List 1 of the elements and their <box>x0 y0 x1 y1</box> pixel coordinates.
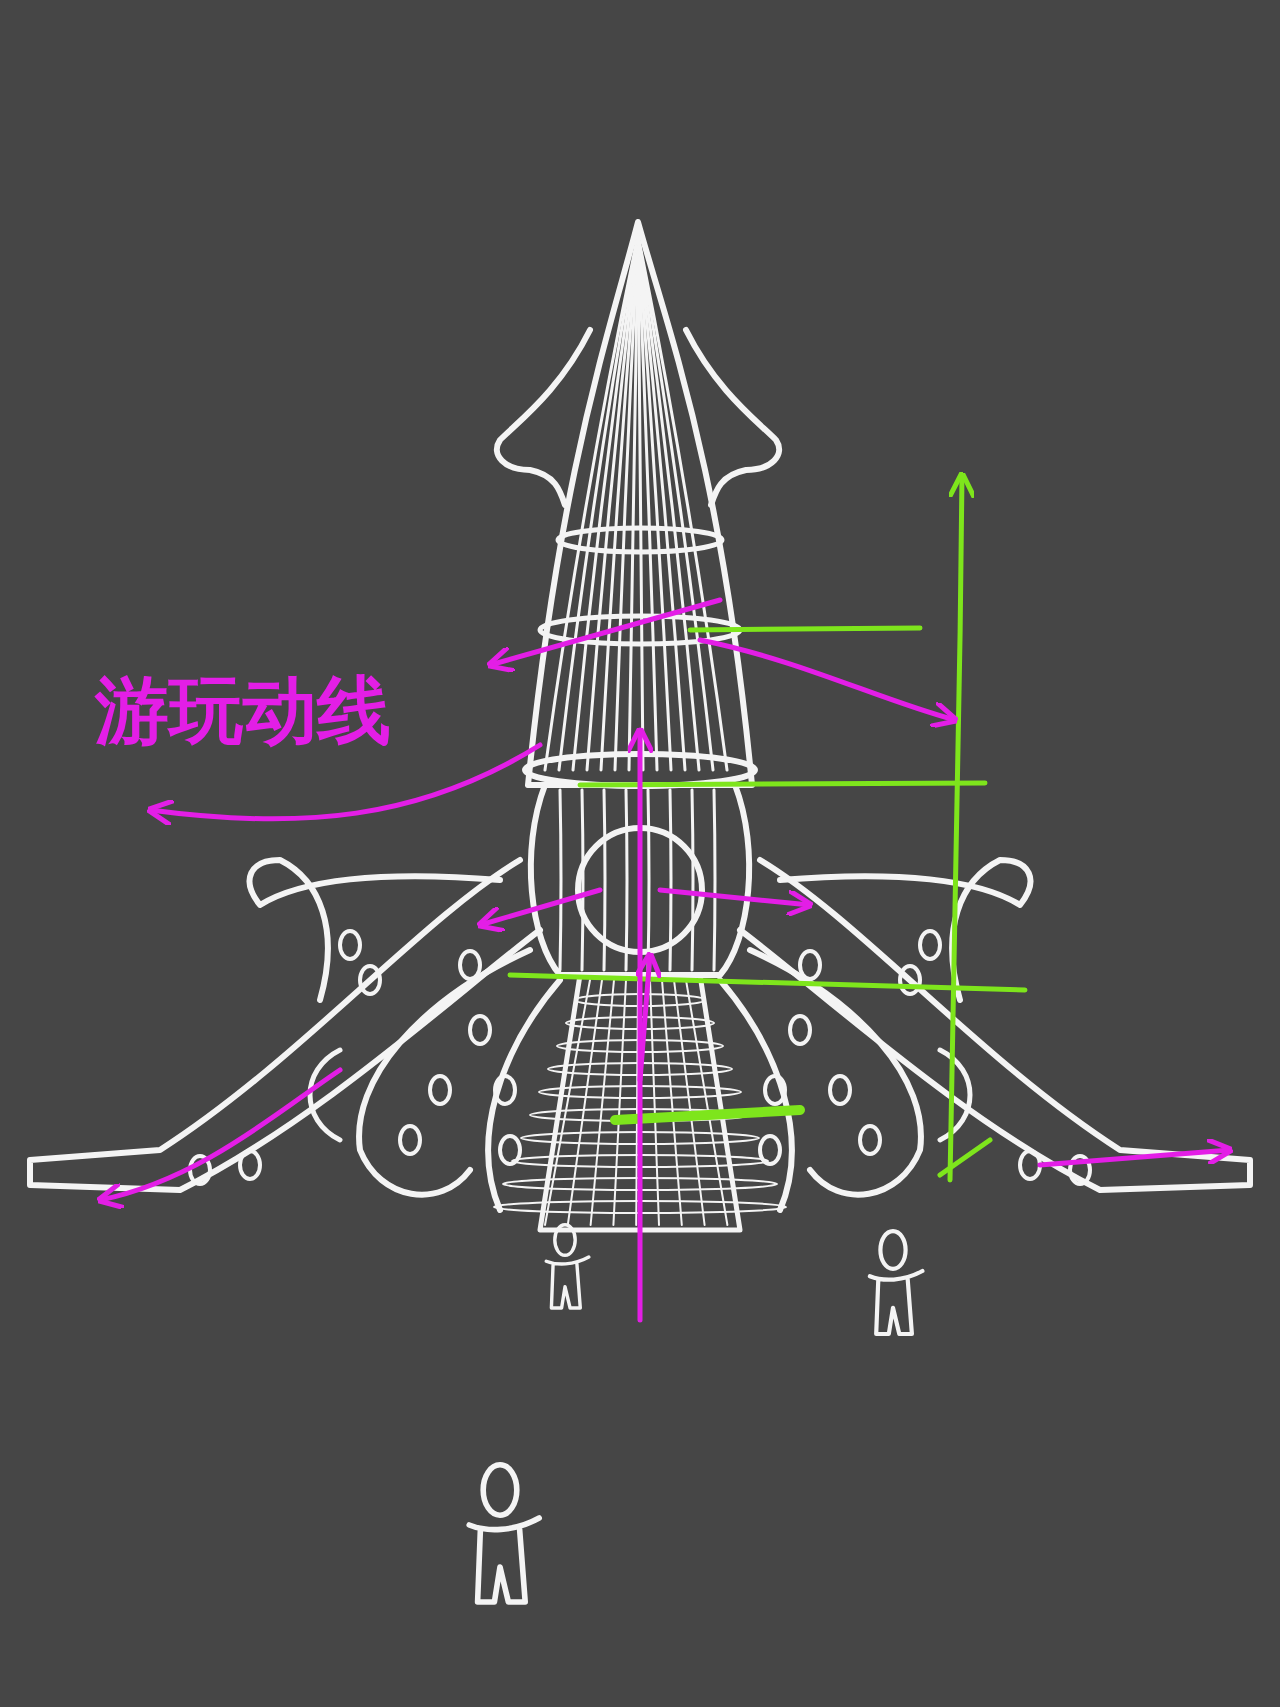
route-label: 游玩动线 <box>95 670 391 752</box>
